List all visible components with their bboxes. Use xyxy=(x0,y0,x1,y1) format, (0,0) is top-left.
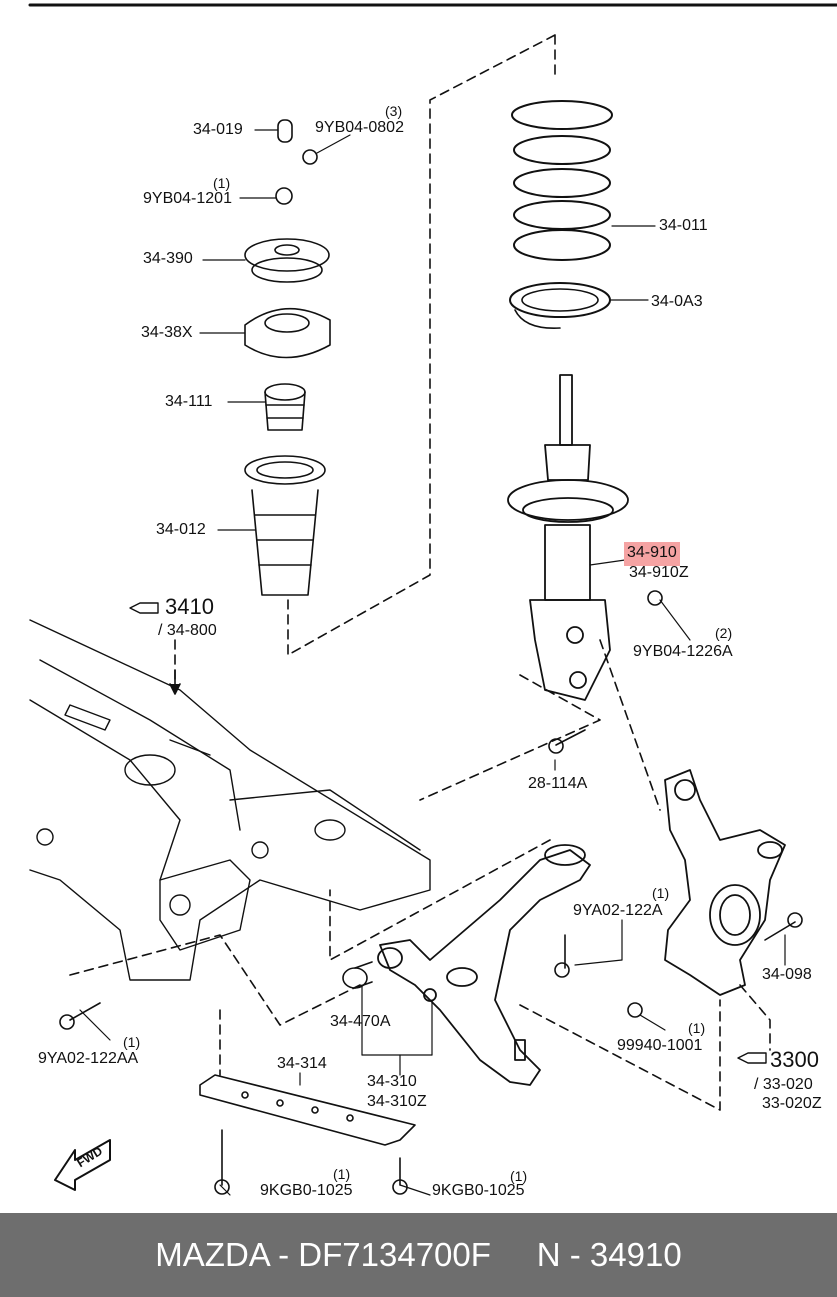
label-9ya02-122a: 9YA02-122A xyxy=(573,902,663,919)
label-9kgb0-1025-a: 9KGB0-1025 xyxy=(260,1182,353,1199)
nut-9yb04-1226a xyxy=(647,590,663,606)
suspension-exploded-diagram xyxy=(28,3,837,1196)
coil-spring xyxy=(511,100,613,261)
label-34-111: 34-111 xyxy=(165,393,213,410)
spring-seat xyxy=(509,282,611,329)
label-34-310z: 34-310Z xyxy=(367,1093,427,1110)
label-34-390: 34-390 xyxy=(143,250,193,267)
footer-part-number-bar: MAZDA - DF7134700F N - 34910 xyxy=(0,1213,837,1297)
qty-9kgb0-1025-a: (1) xyxy=(333,1166,351,1182)
nut-9yb04-1201 xyxy=(275,187,293,205)
bolt-34-098 xyxy=(764,912,803,941)
label-34-019: 34-019 xyxy=(193,121,243,138)
nut-9yb04-0802 xyxy=(302,149,318,165)
bolt-9ya02-122aa xyxy=(59,1002,101,1030)
ref-3300: 3300 xyxy=(770,1047,819,1072)
label-34-910-highlighted: 34-910 xyxy=(624,542,680,566)
label-34-098: 34-098 xyxy=(762,966,812,983)
qty-9yb04-1201: (1) xyxy=(213,175,231,191)
label-28-114a: 28-114A xyxy=(528,775,588,792)
qty-9ya02-122a: (1) xyxy=(652,885,670,901)
bushing-34-470a xyxy=(342,961,373,989)
label-99940-1001: 99940-1001 xyxy=(617,1037,703,1054)
label-34-310: 34-310 xyxy=(367,1073,417,1090)
arrow-down-icon xyxy=(169,669,181,695)
label-9yb04-0802: 9YB04-0802 xyxy=(315,119,404,136)
ref-33-020z: 33-020Z xyxy=(762,1095,822,1112)
assembly-dashed-outline xyxy=(287,34,556,656)
label-9yb04-1226a: 9YB04-1226A xyxy=(633,643,733,660)
label-34-470a: 34-470A xyxy=(330,1013,391,1030)
nut-99940-1001 xyxy=(627,1002,643,1018)
qty-99940-1001: (1) xyxy=(688,1020,706,1036)
label-9yb04-1201: 9YB04-1201 xyxy=(143,190,232,207)
ref-33-020: / 33-020 xyxy=(754,1076,813,1093)
pointing-hand-icon xyxy=(129,602,767,1064)
bolt-9kgb0-1025-a xyxy=(214,1129,230,1195)
dust-boot-34-012 xyxy=(244,455,326,596)
subframe-crossmember xyxy=(29,619,431,981)
label-34-011: 34-011 xyxy=(659,217,708,234)
label-9ya02-122aa: 9YA02-122AA xyxy=(38,1050,139,1067)
ref-3410: 3410 xyxy=(165,594,214,619)
label-34-0a3: 34-0A3 xyxy=(651,293,703,310)
shock-absorber-strut xyxy=(507,374,629,701)
leader-lines xyxy=(79,129,786,1196)
qty-9yb04-0802: (3) xyxy=(385,103,403,119)
bolt-9ya02-122a xyxy=(554,934,570,978)
label-34-314: 34-314 xyxy=(277,1055,327,1072)
label-34-910z: 34-910Z xyxy=(629,564,689,581)
bolt-28-114a xyxy=(548,729,586,754)
lower-control-arm xyxy=(377,844,591,1086)
bearing-34-38x xyxy=(244,307,331,359)
strut-mount-34-390 xyxy=(244,238,330,283)
bracket-34-314 xyxy=(199,1074,416,1146)
qty-9ya02-122aa: (1) xyxy=(123,1034,141,1050)
fwd-arrow-icon xyxy=(54,1139,111,1191)
label-34-012: 34-012 xyxy=(156,521,206,538)
qty-9kgb0-1025-b: (1) xyxy=(510,1168,528,1184)
cap-34-019 xyxy=(277,119,293,143)
label-9kgb0-1025-b: 9KGB0-1025 xyxy=(432,1182,525,1199)
steering-knuckle xyxy=(664,769,786,996)
bump-stop-34-111 xyxy=(264,383,306,431)
ref-34-800: / 34-800 xyxy=(158,622,217,639)
qty-9yb04-1226a: (2) xyxy=(715,625,733,641)
bolt-9kgb0-1025-b xyxy=(392,1157,408,1195)
label-34-38x: 34-38X xyxy=(141,324,193,341)
footer-text: MAZDA - DF7134700F N - 34910 xyxy=(155,1236,682,1273)
